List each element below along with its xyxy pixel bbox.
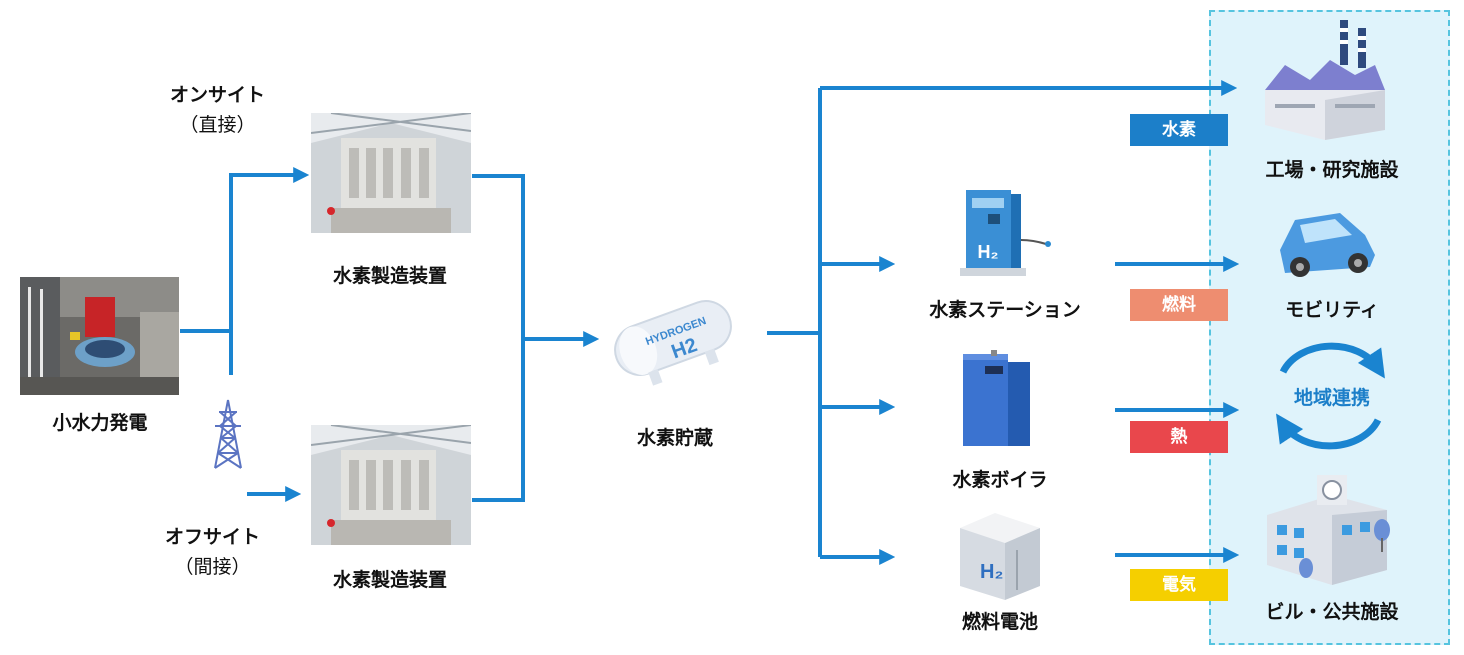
fuel-cell-icon: H₂: [960, 513, 1040, 600]
boiler-label: 水素ボイラ: [952, 469, 1048, 491]
tag-electricity: 電気: [1130, 569, 1228, 601]
offsite-sublabel: （間接）: [174, 556, 251, 578]
building-label: ビル・公共施設: [1265, 601, 1399, 623]
offsite-label: オフサイト: [164, 526, 260, 548]
hydrogen-station-icon: H₂: [960, 190, 1051, 276]
fuel-cell-label: 燃料電池: [961, 611, 1038, 633]
hydro-power-label: 小水力発電: [52, 412, 148, 434]
hydrogen-tank-icon: HYDROGEN H2: [614, 300, 732, 386]
car-icon: [1280, 213, 1375, 277]
line-electrolyzer-top-out: [472, 174, 525, 502]
electrolyzer-photo-top: [311, 113, 471, 233]
regional-label: 地域連携: [1293, 387, 1370, 409]
line-onsite: [229, 167, 310, 375]
building-icon: [1267, 475, 1390, 585]
electrolyzer-bottom-label: 水素製造装置: [332, 569, 447, 591]
cycle-arrow-top: [1279, 342, 1385, 379]
tag-fuel: 燃料: [1130, 289, 1228, 321]
factory-icon: [1265, 20, 1385, 140]
hydrogen-boiler-icon: [963, 350, 1030, 446]
cycle-arrow-bottom: [1276, 413, 1382, 450]
tag-heat: 熱: [1130, 421, 1228, 453]
station-label: 水素ステーション: [929, 299, 1081, 321]
tag-hydrogen: 水素: [1130, 114, 1228, 146]
onsite-label: オンサイト: [169, 84, 265, 106]
factory-label: 工場・研究施設: [1265, 159, 1399, 181]
storage-label: 水素貯蔵: [636, 427, 713, 449]
svg-text:H₂: H₂: [978, 242, 999, 262]
electrolyzer-top-label: 水素製造装置: [332, 265, 447, 287]
mobility-label: モビリティ: [1285, 299, 1379, 321]
transmission-tower-icon: [214, 399, 242, 469]
hydro-power-photo: [20, 277, 179, 395]
onsite-sublabel: （直接）: [179, 114, 256, 136]
electrolyzer-photo-bottom: [311, 425, 471, 545]
svg-text:H₂: H₂: [980, 561, 1003, 583]
